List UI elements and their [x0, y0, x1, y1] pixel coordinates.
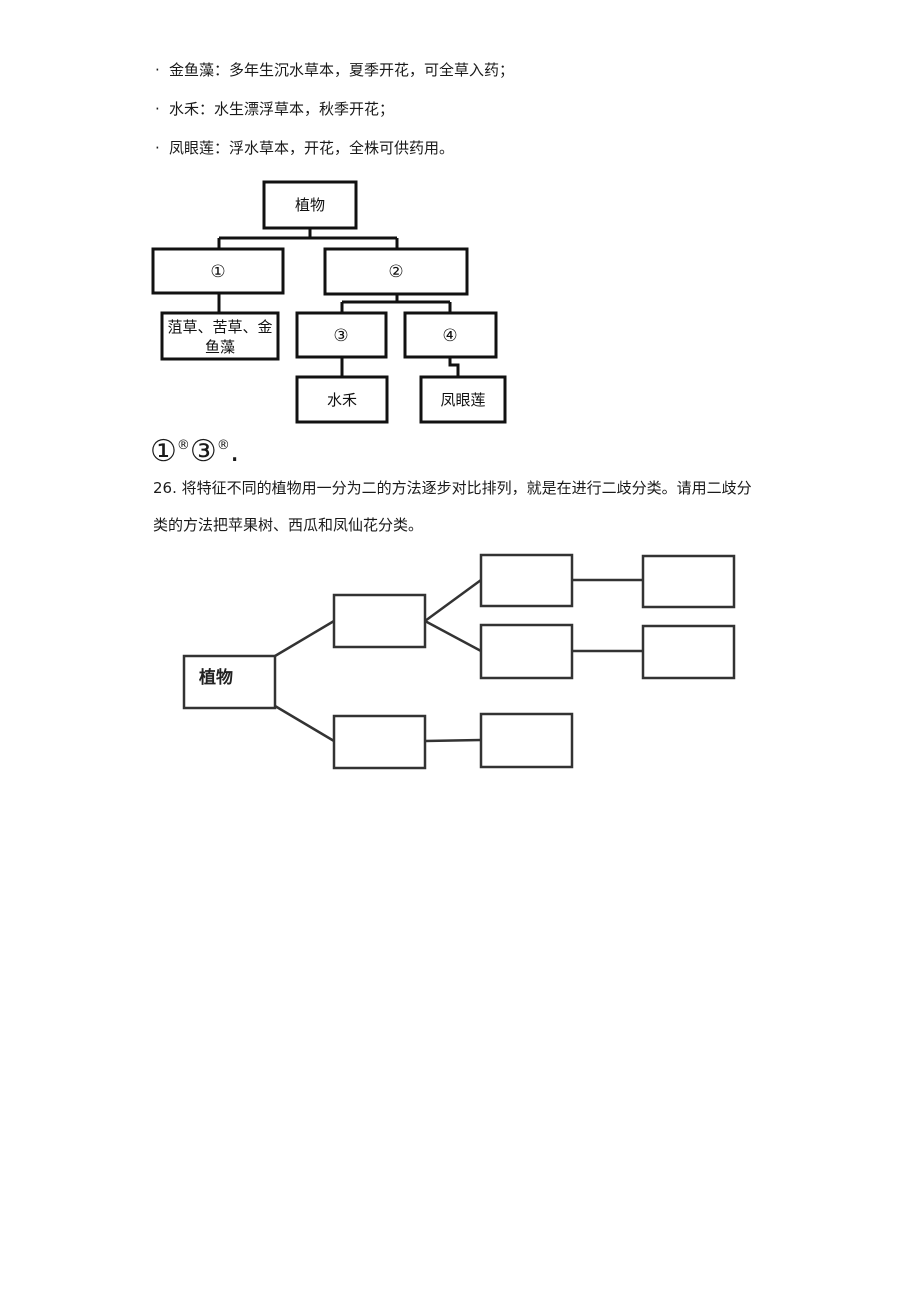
key-root-label: 植物	[199, 667, 233, 688]
connector	[274, 619, 335, 658]
dichotomous-key-diagram: 植物	[182, 553, 736, 770]
tree-box-4-child	[419, 375, 507, 424]
key-box-upper-a-end	[641, 554, 736, 609]
answer-second: ③	[189, 434, 217, 469]
connector	[274, 704, 335, 743]
tree-label-4-child: 凤眼莲	[440, 391, 485, 409]
classification-tree-diagram: 植物 ① ② 菹草、苦草、金 鱼藻 ③ ④ 水禾 凤眼莲	[151, 180, 507, 424]
bullet-line-1: · 金鱼藻：多年生沉水草本，夏季开花，可全草入药；	[155, 60, 514, 80]
tree-label-1: ①	[210, 262, 225, 282]
question-26-line-1: 26. 将特征不同的植物用一分为二的方法逐步对比排列，就是在进行二歧分类。请用二…	[153, 479, 752, 497]
question-26-line-2: 类的方法把苹果树、西瓜和凤仙花分类。	[153, 516, 424, 534]
bullet-line-2: · 水禾：水生漂浮草本，秋季开花；	[155, 99, 394, 119]
bullet-text: 水禾：水生漂浮草本，秋季开花；	[169, 100, 395, 118]
answer-line: ①®③®.	[150, 428, 239, 470]
bullet-line-3: · 凤眼莲：浮水草本，开花，全株可供药用。	[155, 138, 454, 158]
key-box-lower	[332, 714, 427, 770]
answer-mark-1: ®	[176, 438, 190, 453]
connector	[424, 619, 482, 653]
key-box-lower-a	[479, 712, 574, 769]
connector	[424, 738, 482, 743]
tree-left-child-line-1: 菹草、苦草、金	[167, 318, 272, 336]
key-box-upper-b	[479, 623, 574, 680]
tree-root-label: 植物	[295, 196, 325, 214]
answer-tail: .	[229, 434, 240, 469]
key-box-upper-b-end	[641, 624, 736, 680]
tree-label-3: ③	[333, 326, 348, 346]
bullet-marker: ·	[155, 100, 160, 118]
answer-mark-2: ®	[216, 438, 230, 453]
tree-left-child-line-2: 鱼藻	[205, 338, 235, 356]
tree-label-4: ④	[442, 326, 457, 346]
key-box-upper-a	[479, 553, 574, 608]
key-root-box	[182, 654, 277, 710]
tree-label-2: ②	[388, 262, 403, 282]
bullet-marker: ·	[155, 139, 160, 157]
tree-label-3-child: 水禾	[327, 391, 357, 409]
connector	[448, 357, 460, 377]
bullet-text: 金鱼藻：多年生沉水草本，夏季开花，可全草入药；	[169, 61, 515, 79]
tree-box-left-child	[160, 311, 280, 361]
bullet-marker: ·	[155, 61, 160, 79]
answer-first: ①	[150, 434, 177, 469]
bullet-text: 凤眼莲：浮水草本，开花，全株可供药用。	[169, 139, 455, 157]
connector	[424, 578, 482, 623]
tree-box-3-child	[295, 375, 389, 424]
key-box-upper	[332, 593, 427, 649]
